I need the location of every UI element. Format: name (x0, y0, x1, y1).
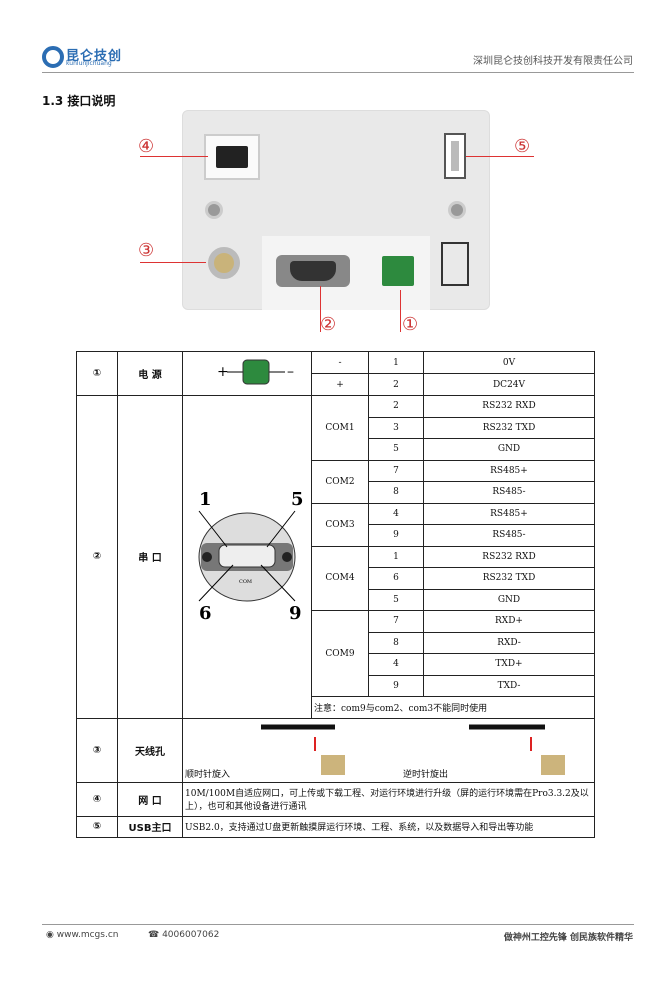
footer-slogan: 做神州工控先锋 创民族软件精华 (503, 933, 633, 943)
screw-icon (448, 201, 466, 219)
row-name: USB主口 (117, 815, 183, 838)
serial-port-image (276, 255, 350, 287)
battery-slot-image (441, 242, 469, 286)
screw-icon (205, 201, 223, 219)
row-num: ③ (76, 717, 118, 783)
ethernet-desc: 10M/100M自适应网口，可上传或下载工程、对运行环境进行升级（屏的运行环境需… (182, 781, 595, 817)
svg-text:–: – (287, 364, 294, 380)
web-icon: ◉ (46, 930, 57, 940)
row-name: 网 口 (117, 781, 183, 817)
power-connector-image (382, 256, 414, 286)
callout-4: ④ (138, 136, 155, 157)
row-num: ⑤ (76, 815, 118, 838)
logo-text: 昆仑技创 (66, 49, 123, 64)
rotate-in-label: 顺时针旋入 (185, 769, 231, 780)
company-name: 深圳昆仑技创科技开发有限责任公司 (473, 56, 633, 67)
db9-pin-diagram: 1 5 COM 6 9 (182, 395, 312, 719)
power-diagram: +– (182, 351, 312, 396)
svg-text:1: 1 (199, 489, 212, 510)
row-name: 串 口 (117, 395, 183, 719)
header-divider (42, 72, 634, 73)
callout-1: ① (402, 314, 419, 335)
usb-desc: USB2.0，支持通过U盘更新触摸屏运行环境、工程、系统，以及数据导入和导出等功… (182, 815, 595, 838)
antenna-diagram: 顺时针旋入 逆时针旋出 (182, 717, 595, 783)
row-name: 电 源 (117, 351, 183, 396)
usb-port-image (444, 133, 466, 179)
logo-subtext: kunlunjichuang (66, 60, 112, 67)
footer-divider (42, 924, 634, 925)
phone-icon: ☎ (148, 930, 163, 940)
svg-text:9: 9 (289, 603, 302, 624)
page-header: 昆仑技创 kunlunjichuang 深圳昆仑技创科技开发有限责任公司 (0, 0, 669, 74)
svg-text:5: 5 (291, 489, 304, 510)
serial-note: 注意：com9与com2、com3不能同时使用 (311, 696, 595, 719)
rotate-out-label: 逆时针旋出 (403, 769, 449, 780)
ethernet-port-image (204, 134, 260, 180)
callout-2: ② (320, 314, 337, 335)
footer-phone: ☎ 4006007062 (148, 930, 220, 940)
svg-text:COM: COM (239, 579, 252, 585)
footer-web[interactable]: ◉ www.mcgs.cn (46, 930, 119, 940)
callout-3: ③ (138, 240, 155, 261)
antenna-port-image (208, 247, 240, 279)
row-num: ④ (76, 781, 118, 817)
svg-text:6: 6 (199, 603, 212, 624)
svg-text:+: + (217, 364, 229, 380)
row-name: 天线孔 (117, 717, 183, 783)
section-title: 1.3 接口说明 (42, 94, 116, 108)
row-num: ① (76, 351, 118, 396)
row-num: ② (76, 395, 118, 719)
logo-icon (42, 46, 64, 68)
callout-5: ⑤ (514, 136, 531, 157)
